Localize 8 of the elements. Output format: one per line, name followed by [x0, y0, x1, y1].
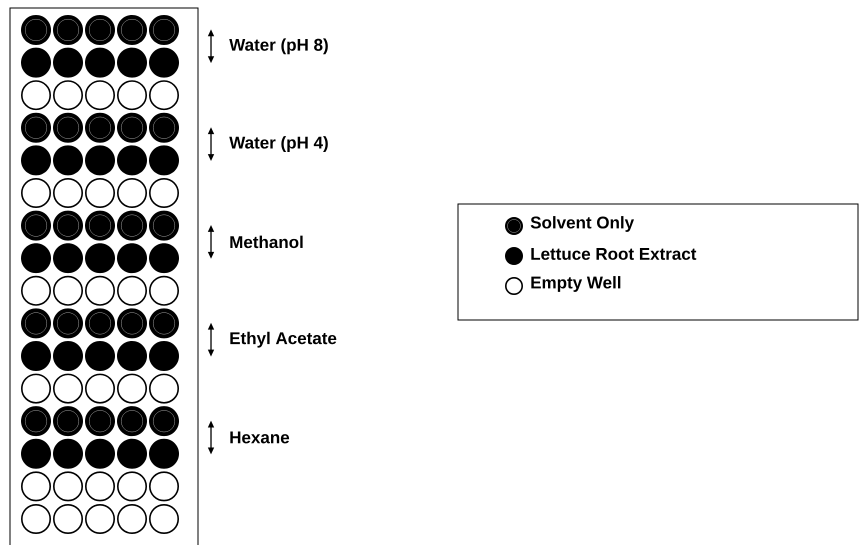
- solvent-label: Water (pH 4): [229, 136, 328, 152]
- legend-label: Empty Well: [531, 276, 620, 292]
- legend-label: Solvent Only: [530, 216, 634, 232]
- solvent-label: Methanol: [230, 236, 303, 248]
- solvent-label: Ethyl Acetate: [230, 332, 336, 348]
- solvent-label: Water (pH 8): [229, 38, 328, 54]
- legend-label: Lettuce Root Extract: [531, 248, 696, 260]
- solvent-label: Hexane: [230, 432, 290, 444]
